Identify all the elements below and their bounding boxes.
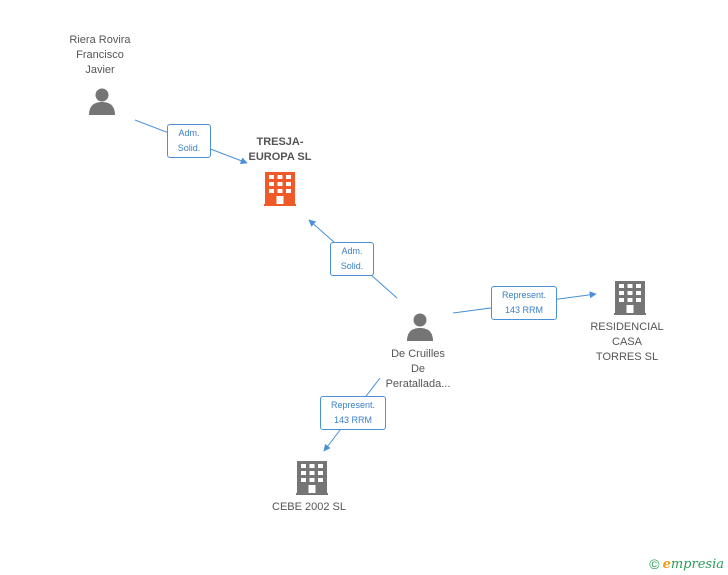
node-label-line: Peratallada...	[385, 378, 451, 390]
edge-label-decruilles-tresja[interactable]: Adm. Solid.	[330, 242, 374, 276]
copyright-symbol: ©	[649, 556, 660, 572]
edge-label-line: Represent.	[330, 400, 376, 410]
edge-label-decruilles-cebe[interactable]: Represent. 143 RRM	[320, 396, 386, 430]
node-label-line: De Cruilles	[391, 348, 445, 360]
edge-label-decruilles-residencial[interactable]: Represent. 143 RRM	[491, 286, 557, 320]
edge-label-line: Solid.	[340, 261, 364, 271]
building-icon[interactable]	[296, 461, 328, 495]
node-label-line: CEBE 2002 SL	[272, 501, 346, 513]
node-label-residencial[interactable]: RESIDENCIAL CASA TORRES SL	[577, 320, 677, 365]
edge-label-line: Adm.	[341, 246, 363, 256]
edge-label-line: 143 RRM	[504, 305, 543, 315]
node-label-cebe[interactable]: CEBE 2002 SL	[259, 500, 359, 515]
node-label-decruilles[interactable]: De Cruilles De Peratallada...	[368, 347, 468, 392]
footer-branding: © empresia	[649, 556, 724, 572]
node-label-line: RESIDENCIAL	[590, 321, 664, 333]
building-icon[interactable]	[614, 281, 646, 315]
edge-label-line: Represent.	[501, 290, 547, 300]
edge-label-riera-tresja[interactable]: Adm. Solid.	[167, 124, 211, 158]
edge-label-line: 143 RRM	[333, 415, 372, 425]
node-label-line: Javier	[85, 64, 115, 76]
edge-label-line: Solid.	[177, 143, 201, 153]
brand-initial: e	[662, 556, 671, 572]
node-label-line: Riera Rovira	[69, 34, 131, 46]
empresia-logo[interactable]: empresia	[663, 557, 724, 572]
node-label-line: TRESJA-	[256, 136, 304, 148]
node-label-line: CASA	[612, 336, 642, 348]
node-label-line: TORRES SL	[595, 351, 659, 363]
edge-label-line: Adm.	[178, 128, 200, 138]
person-icon[interactable]	[89, 88, 115, 116]
node-label-line: EUROPA SL	[248, 151, 312, 163]
brand-rest: mpresia	[670, 556, 724, 572]
building-icon[interactable]	[264, 172, 296, 206]
node-label-line: De	[410, 363, 426, 375]
node-label-tresja[interactable]: TRESJA- EUROPA SL	[230, 135, 330, 165]
node-label-riera[interactable]: Riera Rovira Francisco Javier	[50, 33, 150, 78]
node-label-line: Francisco	[76, 49, 124, 61]
person-icon[interactable]	[407, 313, 433, 342]
